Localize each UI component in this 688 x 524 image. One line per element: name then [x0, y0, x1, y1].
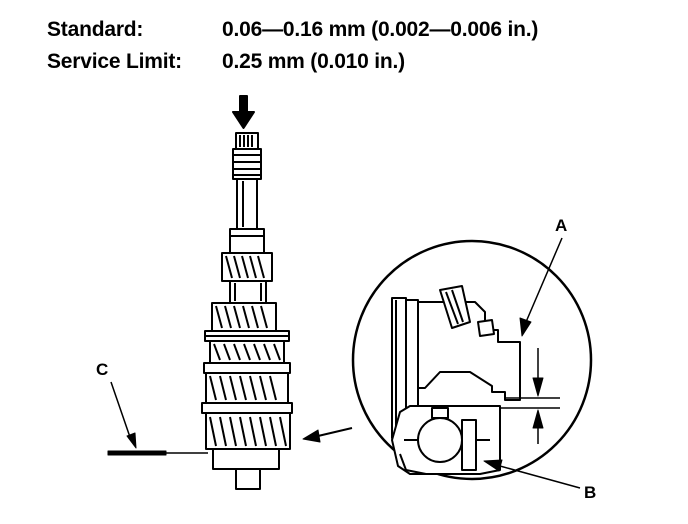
detail-pointer-arrow: [302, 427, 353, 443]
spec-standard-value: 0.06—0.16 mm (0.002—0.006 in.): [222, 18, 539, 41]
push-arrow-icon: [232, 95, 255, 129]
leader-a: [519, 237, 563, 337]
callout-a-label: A: [555, 216, 568, 235]
spec-service-limit-label: Service Limit:: [47, 50, 182, 73]
detail-magnified-view: [351, 239, 593, 481]
leader-c: [110, 381, 137, 449]
callout-c-label: C: [96, 360, 109, 379]
spec-standard-label: Standard:: [47, 18, 144, 41]
spec-service-limit-value: 0.25 mm (0.010 in.): [222, 50, 405, 73]
feeler-gauge: [107, 450, 208, 456]
leader-b: [483, 459, 581, 489]
callout-b-label: B: [584, 483, 597, 502]
mainshaft-assembly: [201, 132, 293, 490]
